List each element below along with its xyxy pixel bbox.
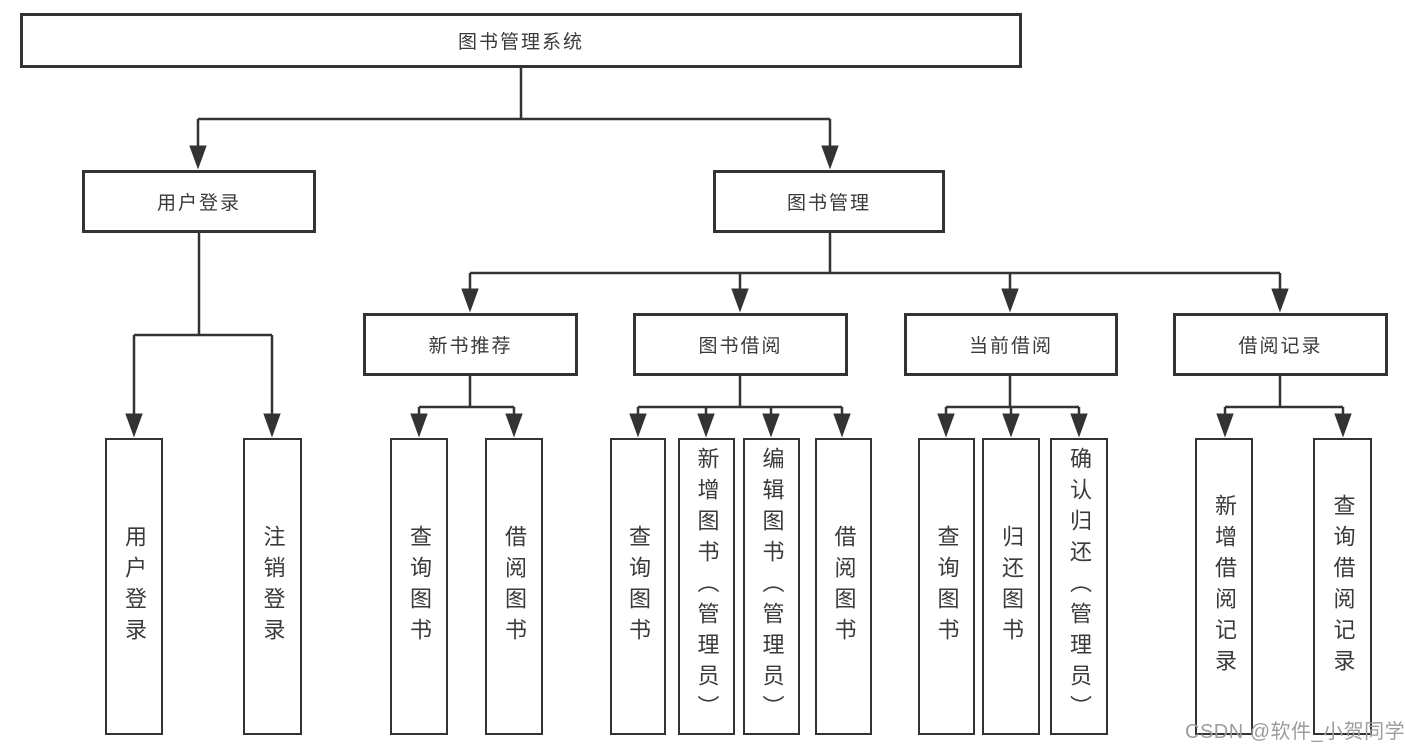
node-bb-add-books-admin: 新增图书（管理员）: [678, 438, 735, 735]
leaf-label: 编辑图书（管理员）: [759, 447, 785, 726]
node-bb-query-books: 查询图书: [610, 438, 666, 735]
node-bb-edit-books-admin: 编辑图书（管理员）: [743, 438, 800, 735]
node-book-management: 图书管理: [713, 170, 945, 233]
node-leaf-logout: 注销登录: [243, 438, 302, 735]
node-user-login: 用户登录: [82, 170, 316, 233]
leaf-label: 查询图书: [407, 524, 432, 649]
node-cb-return-books: 归还图书: [982, 438, 1040, 735]
leaf-label: 查询借阅记录: [1330, 493, 1356, 680]
node-root: 图书管理系统: [20, 13, 1022, 68]
node-cb-confirm-return-admin: 确认归还（管理员）: [1050, 438, 1108, 735]
node-nbr-query-books: 查询图书: [390, 438, 448, 735]
node-new-book-recommend: 新书推荐: [363, 313, 578, 376]
leaf-label: 新增借阅记录: [1212, 493, 1237, 680]
leaf-label: 查询图书: [626, 524, 651, 649]
leaf-label: 查询图书: [934, 524, 960, 649]
leaf-label: 借阅图书: [502, 524, 527, 649]
leaf-label: 用户登录: [122, 524, 147, 649]
node-borrowing-records: 借阅记录: [1173, 313, 1388, 376]
node-bb-borrow-books: 借阅图书: [815, 438, 872, 735]
node-nbr-borrow-books: 借阅图书: [485, 438, 543, 735]
node-cb-query-books: 查询图书: [918, 438, 975, 735]
leaf-label: 注销登录: [260, 524, 286, 649]
leaf-label: 新增图书（管理员）: [694, 447, 720, 726]
watermark: CSDN @软件_小贺同学: [1185, 721, 1405, 743]
leaf-label: 借阅图书: [831, 524, 857, 649]
leaf-label: 归还图书: [999, 524, 1024, 649]
leaf-label: 确认归还（管理员）: [1067, 447, 1092, 726]
node-book-borrowing: 图书借阅: [633, 313, 848, 376]
node-leaf-user-login: 用户登录: [105, 438, 163, 735]
node-br-add-record: 新增借阅记录: [1195, 438, 1253, 735]
node-current-borrowing: 当前借阅: [904, 313, 1118, 376]
node-br-query-record: 查询借阅记录: [1313, 438, 1372, 735]
